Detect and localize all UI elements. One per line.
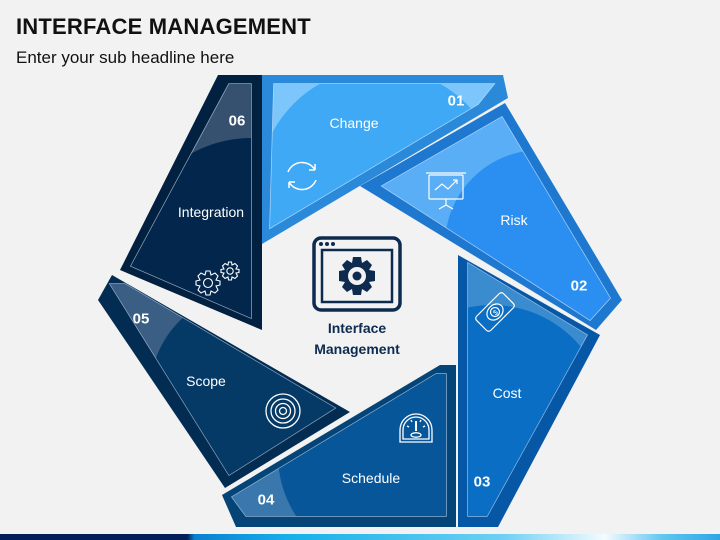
bottom-accent-bar bbox=[0, 534, 720, 540]
browser-gear-icon bbox=[312, 236, 402, 312]
target-icon bbox=[265, 393, 301, 429]
segment-number-02: 02 bbox=[570, 277, 588, 295]
refresh-cycle-icon bbox=[287, 161, 317, 191]
segment-label-change: Change bbox=[329, 115, 379, 131]
gears-icon bbox=[195, 261, 240, 296]
page-title: INTERFACE MANAGEMENT bbox=[16, 14, 311, 39]
segment-label-risk: Risk bbox=[500, 212, 528, 228]
segment-number-05: 05 bbox=[132, 310, 150, 328]
center-title: Interface Management bbox=[314, 318, 400, 360]
segment-number-03: 03 bbox=[473, 473, 491, 491]
segment-label-integration: Integration bbox=[177, 204, 245, 220]
segment-number-06: 06 bbox=[228, 112, 246, 130]
segment-number-04: 04 bbox=[257, 491, 275, 509]
segment-label-scope: Scope bbox=[186, 373, 226, 389]
center-title-line2: Management bbox=[314, 341, 400, 357]
money-bill-icon: $ bbox=[475, 292, 515, 332]
center-title-line1: Interface bbox=[327, 320, 387, 336]
segment-number-01: 01 bbox=[447, 92, 465, 110]
segment-06-integration[interactable] bbox=[120, 75, 373, 382]
page-subtitle: Enter your sub headline here bbox=[16, 48, 235, 67]
segment-label-cost: Cost bbox=[492, 385, 522, 401]
presentation-chart-icon bbox=[426, 172, 466, 210]
svg-text:$: $ bbox=[492, 309, 500, 317]
segment-label-schedule: Schedule bbox=[341, 470, 401, 486]
speedometer-icon bbox=[399, 413, 433, 443]
